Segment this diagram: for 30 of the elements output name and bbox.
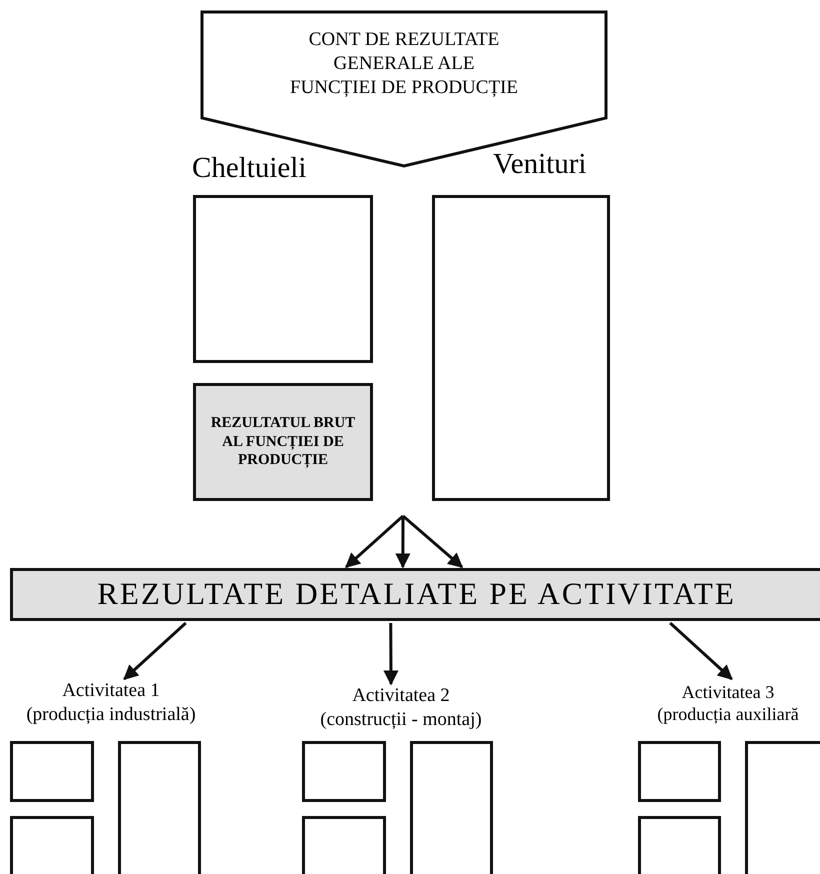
empty-account-box	[410, 741, 493, 874]
activity-title: Activitatea 1	[62, 679, 160, 703]
node-text: REZULTATE DETALIATE PE ACTIVITATE	[97, 575, 736, 614]
arrow	[395, 516, 410, 568]
arrow	[402, 514, 464, 568]
arrow	[345, 514, 404, 568]
activity-title: (producția auxiliară	[657, 703, 799, 726]
arrow	[383, 622, 398, 686]
empty-account-box	[10, 741, 94, 802]
empty-account-box	[638, 816, 721, 874]
empty-account-box	[193, 195, 373, 363]
arrow	[669, 622, 733, 680]
empty-account-box	[302, 741, 386, 802]
empty-account-box	[638, 741, 721, 802]
empty-account-box	[432, 195, 610, 501]
activity-title: Activitatea 2	[352, 684, 450, 708]
column-heading: Cheltuieli	[192, 152, 306, 185]
activity-title: (construcții - montaj)	[320, 708, 482, 732]
detailed-results-band	[10, 568, 820, 621]
node-text: CONT DE REZULTATE GENERALE ALE FUNCȚIEI DE PRODUCȚIE	[289, 28, 519, 100]
empty-account-box	[745, 741, 820, 874]
activity-title: Activitatea 3	[682, 680, 774, 703]
empty-account-box	[10, 816, 94, 874]
gross-result-box	[193, 383, 373, 501]
column-heading: Venituri	[493, 148, 586, 181]
empty-account-box	[302, 816, 386, 874]
activity-title: (producția industrială)	[26, 703, 196, 727]
arrow	[123, 622, 187, 680]
node-text: REZULTATUL BRUT AL FUNCȚIEI DE PRODUCȚIE	[210, 414, 356, 470]
empty-account-box	[118, 741, 201, 874]
